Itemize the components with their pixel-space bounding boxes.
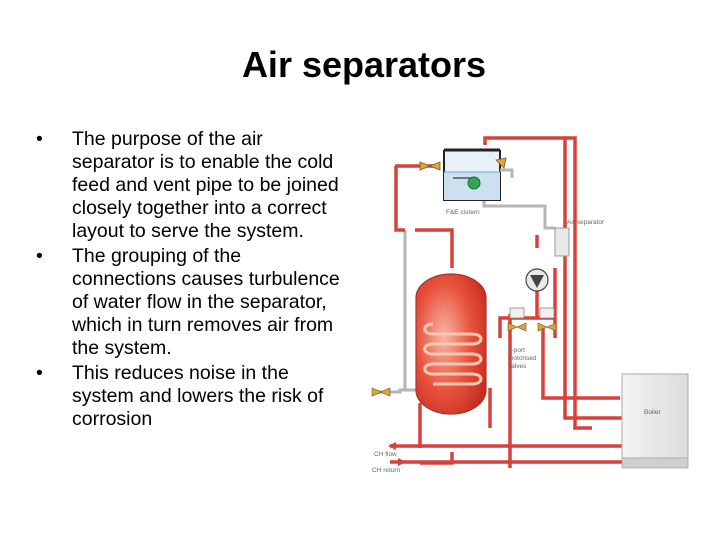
float-ball (467, 176, 481, 190)
ch-return-label: CH return (372, 467, 401, 474)
bullet-dot: • (36, 128, 43, 150)
ch-flow: CH flow (374, 442, 397, 458)
bullet-text: This reduces noise in the system and low… (72, 362, 324, 430)
ch-return: CH return (372, 458, 406, 474)
pump-icon (525, 268, 549, 292)
valves-label-line2: motorised (508, 355, 537, 362)
drain-valve-icon (371, 387, 391, 397)
bullet-list: • The purpose of the air separator is to … (36, 128, 346, 433)
air-separator-label: Air separator (567, 219, 605, 226)
slide-title: Air separators (241, 44, 487, 85)
hot-water-cylinder (415, 273, 487, 415)
cistern-label: F&E cistern (446, 209, 480, 216)
valves-label-line1: 2-port (508, 347, 525, 354)
bullet-dot: • (36, 362, 43, 384)
bullet-item: • The purpose of the air separator is to … (36, 128, 346, 243)
bullet-item: • This reduces noise in the system and lo… (36, 362, 346, 431)
float-valve-icon (419, 161, 441, 171)
motorised-valves: 2-port motorised valves (507, 307, 557, 370)
bullet-dot: • (36, 245, 43, 267)
heating-system-diagram: F&E cistern Air separator 2-po (371, 136, 689, 474)
vent-valve-icon (495, 157, 507, 169)
boiler-label: Boiler (644, 409, 661, 416)
fe-cistern: F&E cistern (443, 148, 514, 216)
bullet-text: The grouping of the connections causes t… (72, 245, 340, 359)
air-separator: Air separator (554, 219, 605, 257)
boiler: Boiler (621, 373, 689, 469)
valves-label-line3: valves (508, 363, 527, 370)
bullet-item: • The grouping of the connections causes … (36, 245, 346, 360)
ch-flow-label: CH flow (374, 451, 397, 458)
bullet-text: The purpose of the air separator is to e… (72, 128, 339, 242)
